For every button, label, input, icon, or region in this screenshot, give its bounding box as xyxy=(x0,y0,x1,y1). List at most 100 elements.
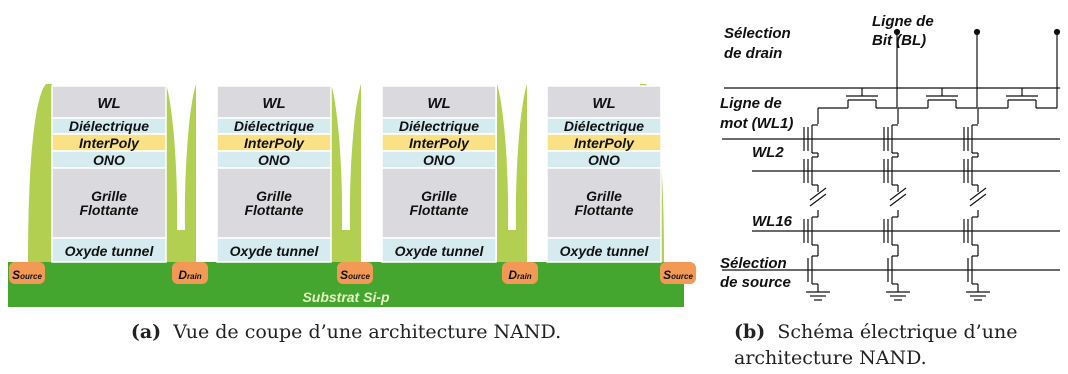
layer-wl xyxy=(216,85,332,119)
source-select-transistor xyxy=(807,255,818,285)
wl-label: WL xyxy=(262,95,285,112)
spacer-inner-2 xyxy=(331,84,361,262)
svg-text:Drain: Drain xyxy=(178,268,201,282)
ono-label: ONO xyxy=(93,152,125,168)
nand-string-2 xyxy=(883,108,910,301)
cell-wl16 xyxy=(883,216,898,246)
dielectric-label: Diélectrique xyxy=(564,118,644,134)
spacer-inner-1 xyxy=(166,84,196,262)
label-wl16: WL16 xyxy=(752,213,793,230)
svg-text:Source: Source xyxy=(663,268,693,282)
layer-grille xyxy=(216,167,332,239)
layer-grille xyxy=(51,167,167,239)
label-wordline-2: mot (WL1) xyxy=(720,115,793,132)
wl-label: WL xyxy=(97,95,120,112)
layer-oxyde xyxy=(216,237,332,263)
interpoly-label: InterPoly xyxy=(574,135,635,151)
spacer-inner-3 xyxy=(497,84,527,262)
nand-strings xyxy=(803,108,990,301)
flottante-label: Flottante xyxy=(409,202,468,218)
source-contact-right: Source xyxy=(660,262,696,284)
nand-string-3 xyxy=(963,108,990,301)
label-wl2: WL2 xyxy=(752,144,784,161)
layer-oxyde xyxy=(381,237,497,263)
source-select-transistor xyxy=(887,255,898,285)
memory-cells: WLDiélectriqueInterPolyONOGrilleFlottant… xyxy=(51,85,662,263)
grille-label: Grille xyxy=(91,188,127,204)
label-selection-source-2: de source xyxy=(720,274,791,291)
bit-lines xyxy=(893,28,1061,108)
drain-contact-1: Drain xyxy=(172,262,208,284)
dielectric-label: Diélectrique xyxy=(234,118,314,134)
substrate-label: Substrat Si-p xyxy=(302,289,390,305)
bitline-dot xyxy=(893,28,901,36)
caption-a-label: (a) xyxy=(131,321,161,343)
svg-text:Source: Source xyxy=(12,268,42,282)
source-contact-middle: Source xyxy=(337,262,373,284)
grille-label: Grille xyxy=(586,188,622,204)
cell-wl2 xyxy=(803,156,818,186)
ono-label: ONO xyxy=(423,152,455,168)
spacer-outer-left xyxy=(28,84,52,262)
oxyde-label: Oxyde tunnel xyxy=(230,243,320,259)
bitline-dot xyxy=(1053,28,1061,36)
layer-oxyde xyxy=(546,237,662,263)
cell-wl16 xyxy=(803,216,818,246)
memory-cell-2: WLDiélectriqueInterPolyONOGrilleFlottant… xyxy=(216,85,332,263)
interpoly-label: InterPoly xyxy=(79,135,140,151)
oxyde-label: Oxyde tunnel xyxy=(395,243,485,259)
break-mark xyxy=(889,187,907,207)
grille-label: Grille xyxy=(256,188,292,204)
label-wordline-1: Ligne de xyxy=(720,95,782,112)
ground-icon xyxy=(886,291,910,301)
label-bitline-2: Bit (BL) xyxy=(872,32,926,49)
drain-contact-2: Drain xyxy=(502,262,538,284)
svg-text:(a) Vue de coupe d’une a: (a) Vue de coupe d’une architecture NAND… xyxy=(131,321,561,343)
ono-label: ONO xyxy=(258,152,290,168)
nand-cross-section: Substrat Si-p WLDiélectriqueInterPolyONO… xyxy=(8,84,696,307)
grille-label: Grille xyxy=(421,188,457,204)
caption-b-text-2: architecture NAND. xyxy=(734,347,927,369)
layer-grille xyxy=(546,167,662,239)
bitline-dot xyxy=(973,28,981,36)
cell-wl2 xyxy=(963,156,978,186)
caption-b: (b) Schéma électrique d’une architecture… xyxy=(734,321,1017,369)
ground-icon xyxy=(966,291,990,301)
dielectric-label: Diélectrique xyxy=(399,118,479,134)
layer-oxyde xyxy=(51,237,167,263)
cell-wl1 xyxy=(963,124,978,154)
wl-label: WL xyxy=(592,95,615,112)
caption-b-label: (b) xyxy=(734,321,765,343)
memory-cell-4: WLDiélectriqueInterPolyONOGrilleFlottant… xyxy=(546,85,662,263)
drain-select-transistor-3 xyxy=(978,88,1057,109)
break-mark xyxy=(969,187,987,207)
ground-icon xyxy=(806,291,830,301)
nand-string-1 xyxy=(803,108,830,301)
drain-select-transistor-1 xyxy=(818,88,897,109)
drain-select-transistor-2 xyxy=(898,88,977,109)
interpoly-label: InterPoly xyxy=(409,135,470,151)
label-selection-drain-2: de drain xyxy=(724,45,782,62)
flottante-label: Flottante xyxy=(79,202,138,218)
cell-wl2 xyxy=(883,156,898,186)
interpoly-label: InterPoly xyxy=(244,135,305,151)
dielectric-label: Diélectrique xyxy=(69,118,149,134)
caption-a: (a) Vue de coupe d’une architecture NAND… xyxy=(131,321,561,343)
caption-a-text: Vue de coupe d’une architecture NAND. xyxy=(172,321,561,343)
wl-label: WL xyxy=(427,95,450,112)
cell-wl16 xyxy=(963,216,978,246)
oxyde-label: Oxyde tunnel xyxy=(560,243,650,259)
svg-text:Source: Source xyxy=(340,268,370,282)
break-mark xyxy=(809,187,827,207)
cell-wl1 xyxy=(883,124,898,154)
label-bitline-1: Ligne de xyxy=(872,13,934,30)
label-selection-drain-1: Sélection xyxy=(724,25,791,42)
source-drain-contacts: Source Drain Source Drain Source xyxy=(9,262,696,284)
ono-label: ONO xyxy=(588,152,620,168)
select-transistors-drain xyxy=(818,88,1057,109)
label-selection-source-1: Sélection xyxy=(720,255,787,272)
source-select-transistor xyxy=(967,255,978,285)
